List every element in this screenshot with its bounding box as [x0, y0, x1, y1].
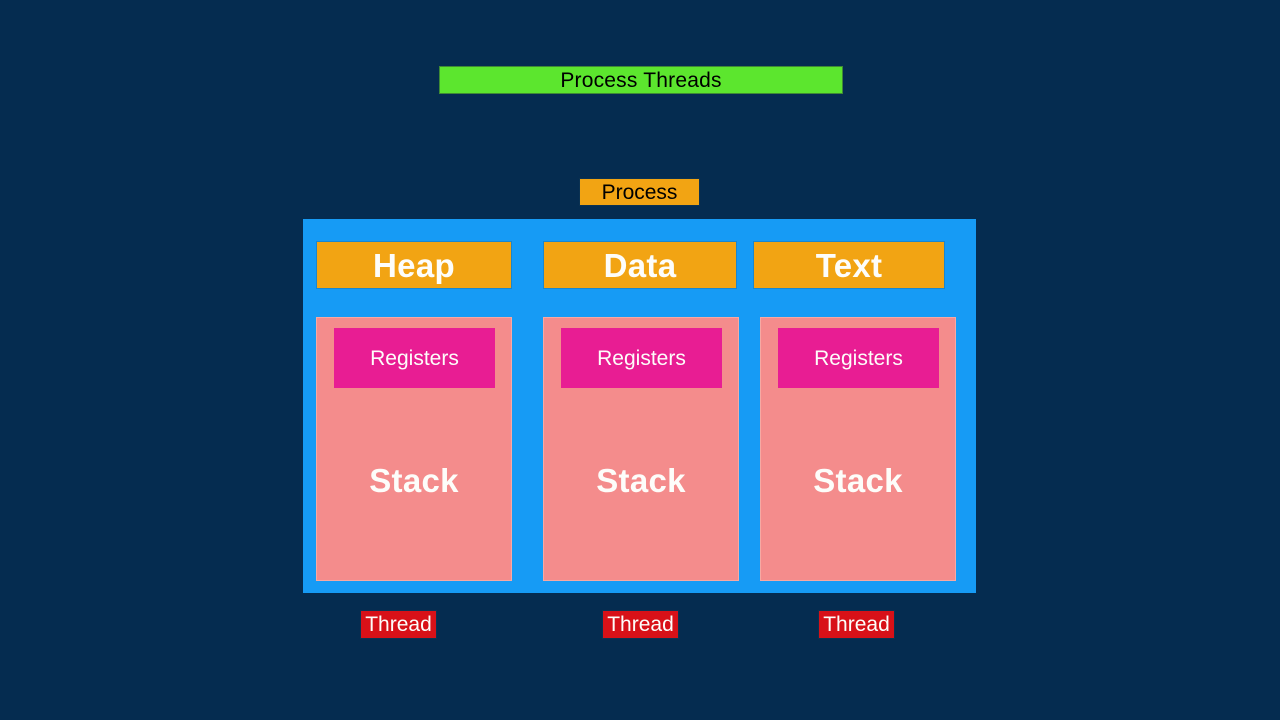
thread-column-2: Registers Stack — [543, 317, 739, 581]
thread-tag-2: Thread — [602, 610, 679, 639]
thread-column-3: Registers Stack — [760, 317, 956, 581]
segment-data-label: Data — [603, 246, 677, 284]
thread-tag-3: Thread — [818, 610, 895, 639]
diagram-title-banner: Process Threads — [439, 66, 843, 94]
thread-tag-1: Thread — [360, 610, 437, 639]
thread-column-1: Registers Stack — [316, 317, 512, 581]
process-tag: Process — [579, 178, 700, 206]
process-tag-label: Process — [601, 180, 678, 204]
stack-label-1: Stack — [369, 462, 459, 499]
segment-text-label: Text — [815, 246, 883, 284]
registers-box-2: Registers — [561, 328, 722, 388]
segment-heap: Heap — [316, 241, 512, 289]
thread-tag-label-1: Thread — [365, 613, 432, 636]
registers-label-1: Registers — [370, 346, 459, 370]
thread-tag-label-2: Thread — [607, 613, 674, 636]
stack-label-2: Stack — [596, 462, 686, 499]
stack-label-3: Stack — [813, 462, 903, 499]
diagram-title-label: Process Threads — [560, 68, 722, 92]
registers-box-1: Registers — [334, 328, 495, 388]
segment-heap-label: Heap — [373, 246, 455, 284]
registers-label-3: Registers — [814, 346, 903, 370]
registers-box-3: Registers — [778, 328, 939, 388]
thread-tag-label-3: Thread — [823, 613, 890, 636]
registers-label-2: Registers — [597, 346, 686, 370]
segment-data: Data — [543, 241, 737, 289]
segment-text: Text — [753, 241, 945, 289]
